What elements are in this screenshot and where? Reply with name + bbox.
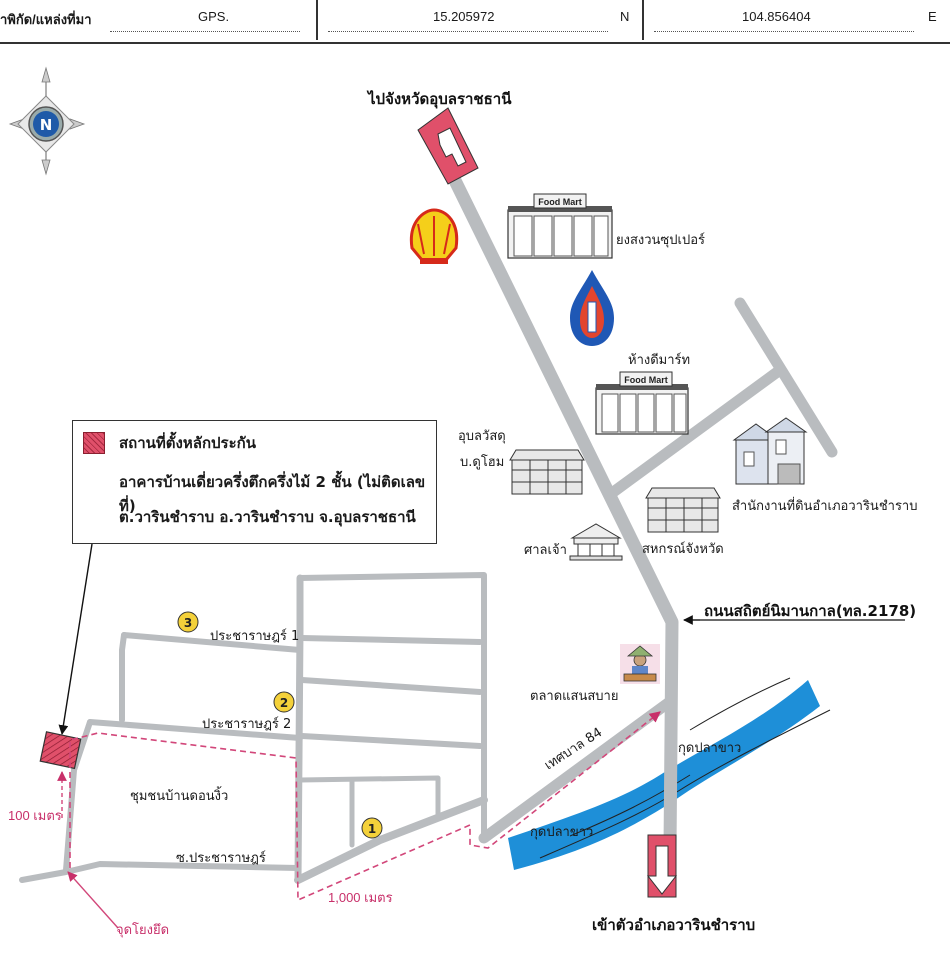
longitude-value: 104.856404: [742, 9, 811, 24]
collateral-swatch: [83, 432, 105, 454]
dotted-line: [328, 31, 608, 32]
gps-source-cell: าพิกัด/แหล่งที่มา GPS.: [0, 0, 318, 40]
dotted-line: [110, 31, 300, 32]
longitude-cell: 104.856404 E: [644, 0, 950, 40]
grid-road: [297, 572, 487, 841]
yongsong-label: ยงสงวนซุปเปอร์: [616, 232, 705, 248]
to-warin-label: เข้าตัวอำเภอวารินชำราบ: [592, 916, 755, 934]
river-bank: [539, 709, 831, 859]
ubon-watsadu-building-icon: [509, 449, 585, 495]
legend-building-type: อาคารบ้านเดี่ยวครึ่งตึกครึ่งไม้ 2 ชั้น (…: [119, 473, 426, 515]
collateral-location-marker: [39, 731, 82, 770]
kud-pla-khao-label: กุดปลาขาว: [678, 741, 741, 756]
pracharat-1-road: [121, 632, 303, 653]
pracharat-2-label: ประชาราษฎร์ 2: [202, 716, 291, 732]
source-label: าพิกัด/แหล่งที่มา: [0, 12, 92, 27]
shrine-label: ศาลเจ้า: [524, 543, 567, 558]
river: [508, 680, 820, 870]
legend-title: สถานที่ตั้งหลักประกัน: [119, 434, 256, 452]
do-home-label: บ.ดูโฮม: [460, 454, 504, 470]
legend-address: ต.วารินชำราบ อ.วารินชำราบ จ.อุบลราชธานี: [119, 508, 416, 526]
ptt-logo-icon: [570, 270, 614, 346]
cooperative-building-icon: [645, 487, 721, 533]
land-office-label: สำนักงานที่ดินอำเภอวารินชำราบ: [732, 497, 917, 514]
route-line: [57, 711, 661, 929]
longitude-direction: E: [928, 9, 937, 24]
market-vendor-icon: [620, 644, 660, 684]
market-label: ตลาดแสนสบาย: [530, 689, 618, 704]
grid-road: [294, 574, 304, 884]
cooperative-label: สหกรณ์จังหวัด: [642, 541, 724, 557]
side-road: [734, 297, 838, 458]
dee-mart-label: ห้างดีมาร์ท: [628, 352, 690, 368]
marker-1: 1: [361, 817, 383, 839]
main-road: [433, 143, 679, 855]
svg-text:3: 3: [184, 616, 192, 630]
reference-point-arrow: [67, 871, 119, 929]
svg-text:2: 2: [280, 696, 288, 710]
legend-box: สถานที่ตั้งหลักประกัน อาคารบ้านเดี่ยวครึ…: [72, 420, 437, 544]
to-ubon-label: ไปจังหวัดอุบลราชธานี: [366, 89, 512, 109]
river-bank: [689, 677, 791, 731]
soi-pracharat-road: [19, 861, 301, 883]
compass-north-label: N: [40, 116, 53, 134]
dee-mart-building-icon: Food Mart: [595, 371, 689, 435]
community-label: ชุมชนบ้านดอนงิ้ว: [130, 786, 228, 804]
shrine-icon: [569, 523, 623, 561]
shell-logo-icon: [409, 208, 459, 264]
food-mart-building-icon: Food Mart: [507, 193, 613, 259]
food-mart-sign: Food Mart: [624, 375, 668, 385]
distance-100m-label: 100 เมตร: [8, 808, 62, 823]
marker-2: 2: [273, 691, 295, 713]
compass-rose-icon: N: [8, 66, 86, 176]
gps-header: าพิกัด/แหล่งที่มา GPS. 15.205972 N 104.8…: [0, 0, 950, 44]
land-office-building-icon: [732, 417, 808, 485]
dotted-line: [654, 31, 914, 32]
main-road-label: ถนนสถิตย์นิมานกาล(ทล.2178): [704, 602, 916, 620]
food-mart-sign: Food Mart: [538, 197, 582, 207]
soi-pracharat-label: ซ.ประชาราษฎร์: [176, 850, 266, 866]
source-value: GPS.: [198, 9, 230, 24]
reference-point-label: จุดโยงยึด: [116, 922, 169, 938]
svg-text:1: 1: [368, 822, 376, 836]
latitude-cell: 15.205972 N: [318, 0, 644, 40]
pracharat-1-label: ประชาราษฎร์ 1: [210, 628, 299, 644]
marker-3: 3: [177, 611, 199, 633]
north-arrow-box: [417, 107, 479, 185]
side-road: [606, 364, 786, 499]
legend-pointer: [58, 543, 93, 735]
south-arrow-box: [646, 834, 678, 898]
tessaban-84-road: [478, 697, 674, 844]
latitude-value: 15.205972: [433, 9, 495, 24]
kud-pla-khao-label: กุดปลาขาว: [530, 825, 593, 840]
pracharat-2-road: [87, 719, 303, 741]
distance-1000m-label: 1,000 เมตร: [328, 890, 393, 905]
latitude-direction: N: [620, 9, 630, 24]
road-network: [19, 143, 838, 884]
ubon-watsadu-label: อุบลวัสดุ: [458, 429, 506, 444]
